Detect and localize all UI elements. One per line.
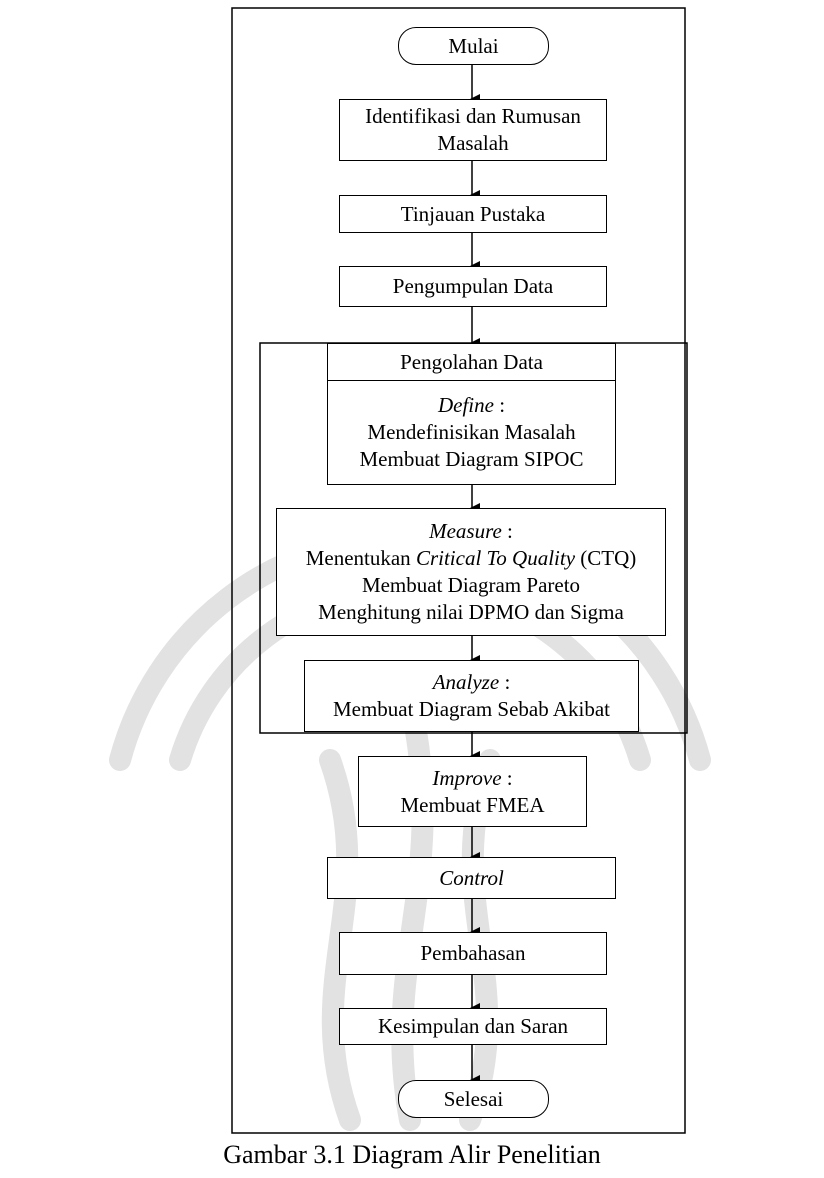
define-title: Define: [437, 393, 494, 417]
measure-line-1-prefix: Menentukan: [305, 546, 416, 570]
measure-line-3: Menghitung nilai DPMO dan Sigma: [318, 600, 624, 624]
improve-sep: :: [501, 765, 513, 790]
analyze-line-1: Membuat Diagram Sebab Akibat: [332, 697, 611, 721]
pembahasan-box: Pembahasan: [339, 932, 607, 975]
measure-sep: :: [501, 519, 513, 543]
identifikasi-line-1: Identifikasi dan Rumusan: [365, 104, 581, 128]
analyze-sep: :: [499, 670, 511, 694]
improve-title: Improve: [432, 765, 502, 790]
end-terminal: Selesai: [398, 1080, 549, 1118]
pengumpulan-label: Pengumpulan Data: [392, 274, 554, 298]
outer-frame: [231, 7, 686, 1134]
define-line-2: Membuat Diagram SIPOC: [359, 447, 584, 471]
improve-title-line: Improve :: [432, 765, 512, 792]
tinjauan-label: Tinjauan Pustaka: [400, 201, 546, 226]
start-label: Mulai: [448, 33, 499, 58]
pengolahan-box: Pengolahan Data: [327, 343, 616, 381]
figure-caption: Gambar 3.1 Diagram Alir Penelitian: [223, 1140, 601, 1169]
define-box: Define : Mendefinisikan Masalah Membuat …: [327, 380, 616, 485]
measure-title-line: Measure :: [429, 518, 513, 545]
analyze-title: Analyze: [432, 670, 500, 694]
kesimpulan-box: Kesimpulan dan Saran: [339, 1008, 607, 1045]
control-box: Control: [327, 857, 616, 899]
measure-box: Measure : Menentukan Critical To Quality…: [276, 508, 666, 636]
control-label: Control: [439, 865, 504, 890]
improve-box: Improve : Membuat FMEA: [358, 756, 587, 827]
identifikasi-line-2: Masalah: [437, 131, 509, 155]
measure-title: Measure: [429, 519, 502, 543]
pembahasan-label: Pembahasan: [420, 941, 526, 965]
measure-line-2: Membuat Diagram Pareto: [361, 573, 581, 597]
pengolahan-label: Pengolahan Data: [400, 349, 543, 374]
analyze-box: Analyze : Membuat Diagram Sebab Akibat: [304, 660, 639, 732]
pengumpulan-box: Pengumpulan Data: [339, 266, 607, 307]
measure-line-1-italic: Critical To Quality: [415, 546, 576, 570]
improve-line-1: Membuat FMEA: [400, 792, 545, 817]
define-sep: :: [493, 393, 506, 417]
end-label: Selesai: [443, 1086, 504, 1111]
tinjauan-box: Tinjauan Pustaka: [339, 195, 607, 233]
start-terminal: Mulai: [398, 27, 549, 65]
measure-line-1-suffix: (CTQ): [575, 546, 637, 570]
measure-line-1: Menentukan Critical To Quality (CTQ): [306, 545, 637, 572]
identifikasi-box: Identifikasi dan Rumusan Masalah: [339, 99, 607, 161]
define-line-1: Mendefinisikan Masalah: [367, 420, 576, 444]
analyze-title-line: Analyze :: [433, 669, 511, 696]
kesimpulan-label: Kesimpulan dan Saran: [377, 1014, 569, 1038]
define-title-line: Define :: [438, 392, 505, 419]
